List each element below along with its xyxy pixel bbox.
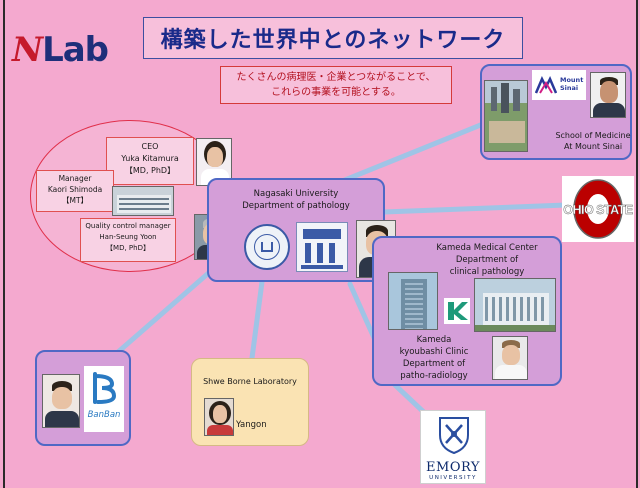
shwe-borne-person-photo — [204, 398, 234, 436]
ceo-degree: 【MD, PhD】 — [124, 166, 176, 175]
frame-edge-left — [3, 0, 5, 488]
qc-role: Quality control manager — [85, 222, 171, 230]
link-nagasaki-mount — [337, 119, 491, 185]
subtitle-line-2: これらの事業を可能とする。 — [271, 87, 401, 98]
nagasaki-label: Nagasaki University Department of pathol… — [216, 188, 376, 212]
mount-sinai-line-2: At Mount Sinai — [563, 142, 623, 151]
ceo-card: CEO Yuka Kitamura 【MD, PhD】 — [106, 137, 194, 185]
nagasaki-line-2: Department of pathology — [242, 201, 350, 211]
link-nagasaki-shwe — [249, 279, 265, 361]
ceo-name: Yuka Kitamura — [121, 154, 179, 163]
emory-shield-icon — [439, 417, 469, 455]
kameda-line-2: Department of — [455, 255, 519, 265]
kameda-line-1: Kameda Medical Center — [436, 243, 538, 253]
kameda-doctor-photo — [492, 336, 528, 380]
subtitle-line-1: たくさんの病理医・企業とつながることで、 — [236, 72, 436, 83]
department-emblem-icon — [296, 222, 348, 272]
kameda-line-3: clinical pathology — [449, 267, 525, 277]
qc-name: Han-Seung Yoon — [99, 233, 157, 241]
kameda-clinic-label: Kameda kyoubashi Clinic Department of pa… — [376, 334, 492, 382]
emory-university-label: UNIVERSITY — [429, 475, 477, 481]
manhattan-photo — [484, 80, 528, 152]
kameda-clinic-line-4: patho-radiology — [400, 371, 468, 381]
shwe-borne-city: Yangon — [236, 420, 267, 430]
ceo-role: CEO — [141, 142, 159, 151]
mount-sinai-logo-line-1: Mount — [560, 76, 584, 84]
emory-logo — [420, 410, 486, 484]
university-seal-icon — [244, 224, 290, 270]
mount-sinai-peaks-icon — [535, 76, 557, 94]
qc-manager-card: Quality control manager Han-Seung Yoon 【… — [80, 218, 176, 262]
banban-wordmark: BanBan — [87, 410, 121, 420]
n-lab-logo: NLab — [12, 30, 109, 70]
manager-name: Kaori Shimoda — [47, 185, 103, 194]
subtitle-box: たくさんの病理医・企業とつながることで、 これらの事業を可能とする。 — [220, 66, 452, 104]
mount-sinai-label: School of Medicine At Mount Sinai — [555, 130, 631, 152]
kameda-tower-photo — [388, 272, 438, 330]
manager-role: Manager — [58, 174, 92, 183]
mount-sinai-logo-line-2: Sinai — [560, 84, 579, 92]
shwe-borne-title: Shwe Borne Laboratory — [203, 377, 297, 386]
manager-degree: 【MT】 — [61, 196, 89, 205]
ohio-state-wordmark: OHIO STATE — [563, 203, 633, 217]
mount-sinai-logo: Mount Sinai — [532, 70, 586, 100]
mount-sinai-line-1: School of Medicine — [555, 131, 631, 140]
page-title: 構築した世界中とのネットワーク — [160, 28, 506, 53]
kameda-logo-icon — [444, 298, 470, 324]
link-nagasaki-ohio — [381, 202, 569, 215]
page-title-box: 構築した世界中とのネットワーク — [143, 17, 523, 59]
banban-b-icon — [93, 372, 117, 404]
kameda-clinic-line-3: Department of — [402, 359, 466, 369]
kameda-label: Kameda Medical Center Department of clin… — [412, 242, 562, 278]
logo-n: N — [12, 30, 43, 70]
kameda-clinic-photo — [474, 278, 556, 332]
kameda-clinic-line-1: Kameda — [416, 335, 452, 345]
nagasaki-line-1: Nagasaki University — [253, 189, 339, 199]
kameda-clinic-line-2: kyoubashi Clinic — [399, 347, 469, 357]
banban-logo: BanBan — [84, 366, 124, 432]
ohio-state-logo — [562, 176, 634, 242]
manager-card: Manager Kaori Shimoda 【MT】 — [36, 170, 114, 212]
qc-degree: 【MD, PhD】 — [106, 244, 150, 252]
mount-sinai-doctor-photo — [590, 72, 626, 118]
banban-person-photo — [42, 374, 80, 428]
lab-building-photo — [112, 186, 174, 216]
emory-wordmark: EMORY — [426, 460, 480, 475]
frame-edge-right — [636, 0, 638, 488]
link-nagasaki-emory — [347, 281, 378, 343]
ohio-state-block-o-icon — [573, 179, 623, 239]
link-nagasaki-banban — [115, 267, 215, 355]
logo-lab: Lab — [42, 30, 109, 70]
